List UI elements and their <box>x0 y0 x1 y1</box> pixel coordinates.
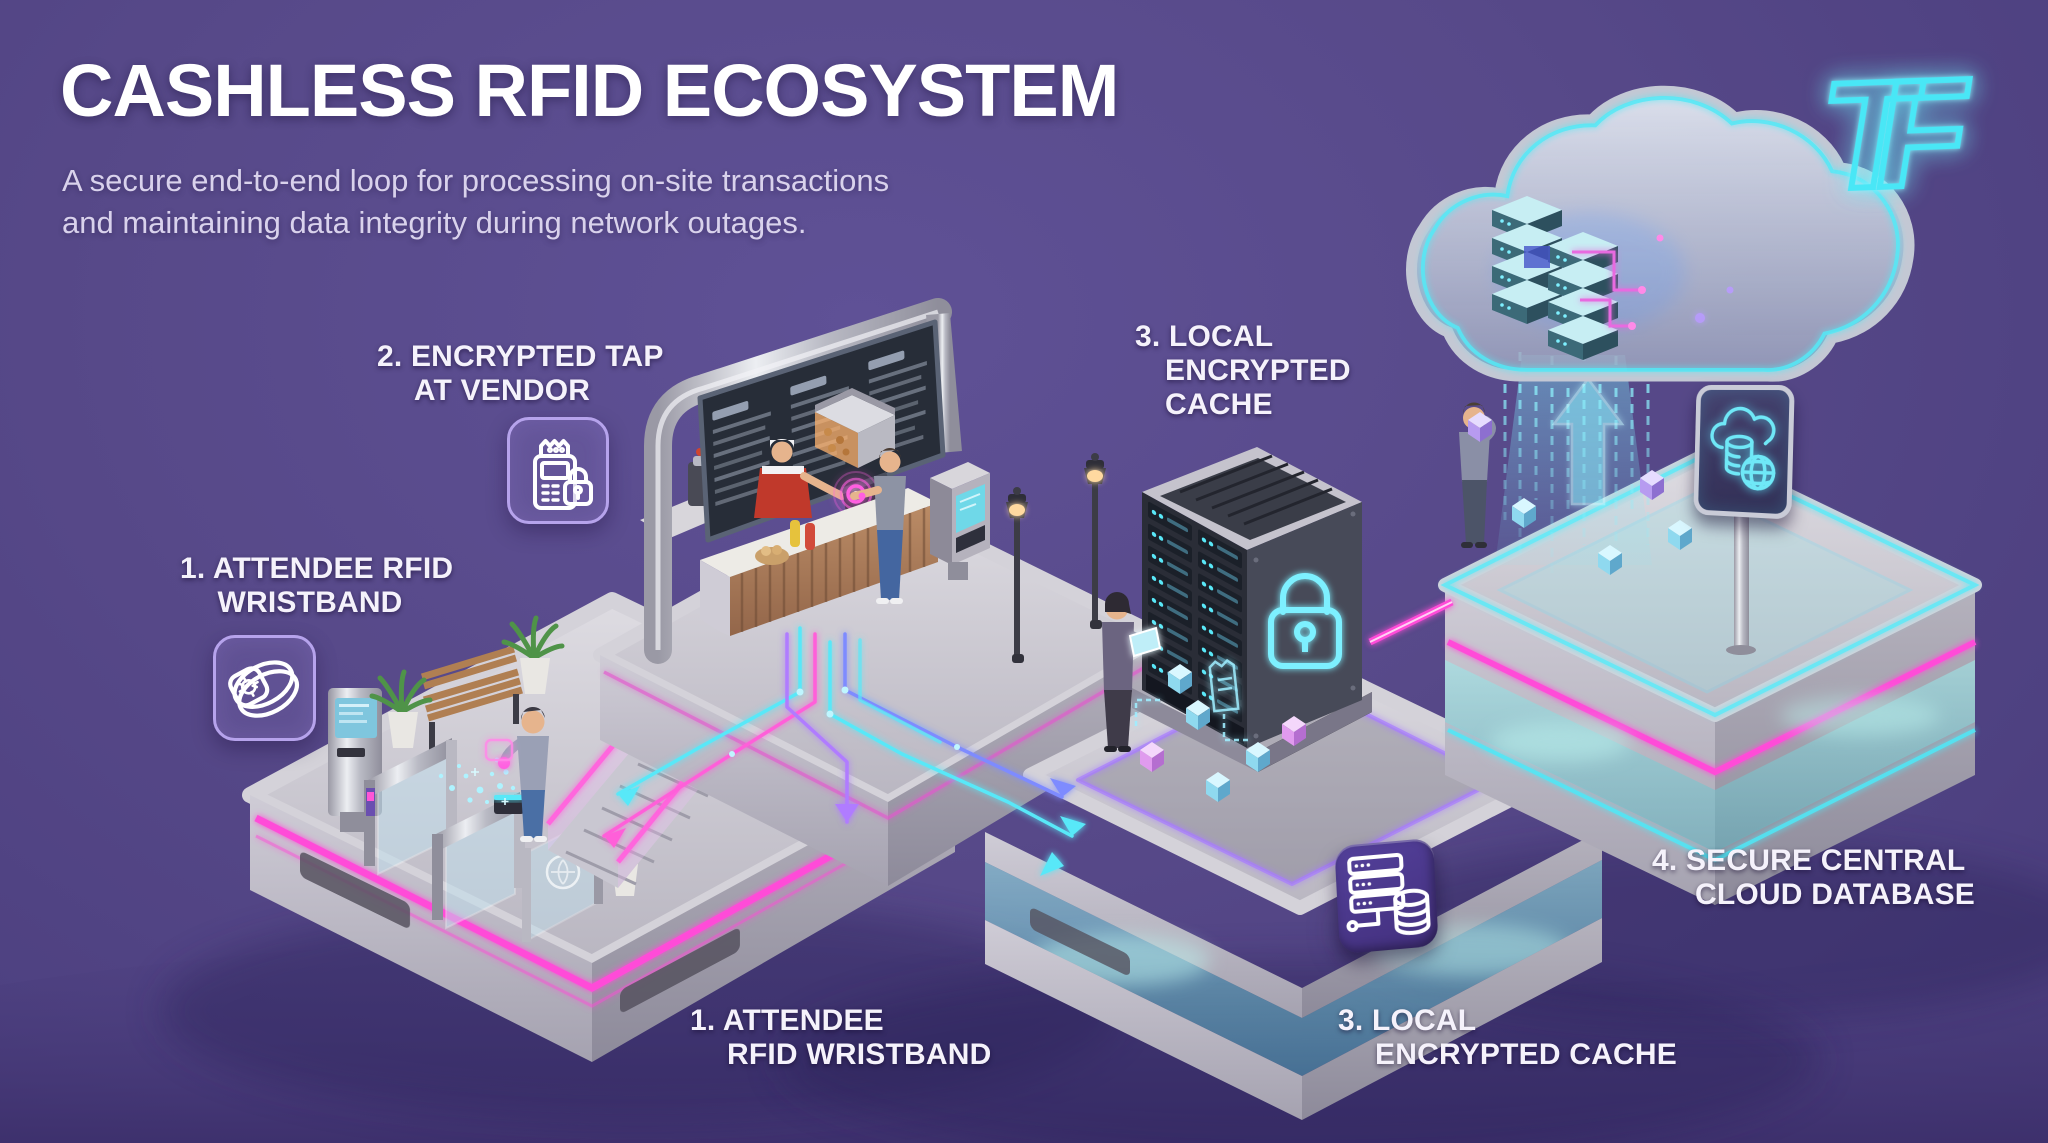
cloud-db-building <box>1368 448 1982 905</box>
label-line: 4. SECURE CENTRAL <box>1652 844 1966 877</box>
vendor-person <box>754 438 846 518</box>
cloud-servers <box>1492 196 1618 360</box>
server-rack <box>1132 447 1372 772</box>
server-database-icon <box>1346 852 1431 935</box>
label-line: 1. ATTENDEE RFID <box>180 552 454 585</box>
page-title: CASHLESS RFID ECOSYSTEM <box>60 49 1119 132</box>
label-step2-vendor: 2. ENCRYPTED TAP AT VENDOR <box>377 340 664 408</box>
label-line: 3. LOCAL <box>1135 320 1274 353</box>
cloud-database-globe-icon <box>1698 390 1790 514</box>
holo-cubes-and-receipt <box>1134 658 1306 802</box>
label-line: CLOUD DATABASE <box>1695 878 1976 911</box>
technician-person <box>1102 592 1162 752</box>
label-line: RFID WRISTBAND <box>727 1038 992 1071</box>
label-line: CACHE <box>1165 388 1273 421</box>
label-line: 1. ATTENDEE <box>690 1004 884 1037</box>
label-step3-top: 3. LOCAL ENCRYPTED CACHE <box>1135 320 1351 422</box>
order-kiosk <box>930 462 990 580</box>
label-line: WRISTBAND <box>217 586 403 619</box>
cloud-sync-beam <box>1468 352 1692 575</box>
tf-brand-logo: TF <box>1816 45 1935 225</box>
rfid-wristband-icon <box>228 660 300 718</box>
padlock-hologram <box>1268 573 1342 669</box>
wristband-badge <box>213 635 316 741</box>
label-step4-cloud: 4. SECURE CENTRAL CLOUD DATABASE <box>1652 844 1975 912</box>
secure-cloud <box>1406 85 1915 382</box>
vendor-booth <box>640 298 990 664</box>
pos-badge <box>507 417 609 524</box>
subtitle-line: A secure end-to-end loop for processing … <box>62 163 890 198</box>
attendee-person <box>484 706 549 842</box>
customer-person <box>850 447 906 604</box>
cloud-db-sign <box>1693 384 1795 520</box>
label-line: 3. LOCAL <box>1338 1004 1477 1037</box>
label-line: ENCRYPTED CACHE <box>1375 1038 1677 1071</box>
cache-badge <box>1334 837 1439 955</box>
transaction-data-traces <box>602 626 1086 876</box>
pos-terminal-lock-icon <box>533 439 593 510</box>
page-subtitle: A secure end-to-end loop for processing … <box>62 160 889 244</box>
subtitle-line: and maintaining data integrity during ne… <box>62 205 807 240</box>
label-line: AT VENDOR <box>413 374 591 407</box>
label-line: 2. ENCRYPTED TAP <box>377 340 664 373</box>
bench <box>420 645 523 752</box>
label-step1-bottom: 1. ATTENDEE RFID WRISTBAND <box>690 1004 991 1072</box>
label-step1-side: 1. ATTENDEE RFID WRISTBAND <box>180 552 454 620</box>
label-line: ENCRYPTED <box>1165 354 1351 387</box>
food-warmer <box>815 388 895 468</box>
label-step3-bottom: 3. LOCAL ENCRYPTED CACHE <box>1338 1004 1677 1072</box>
